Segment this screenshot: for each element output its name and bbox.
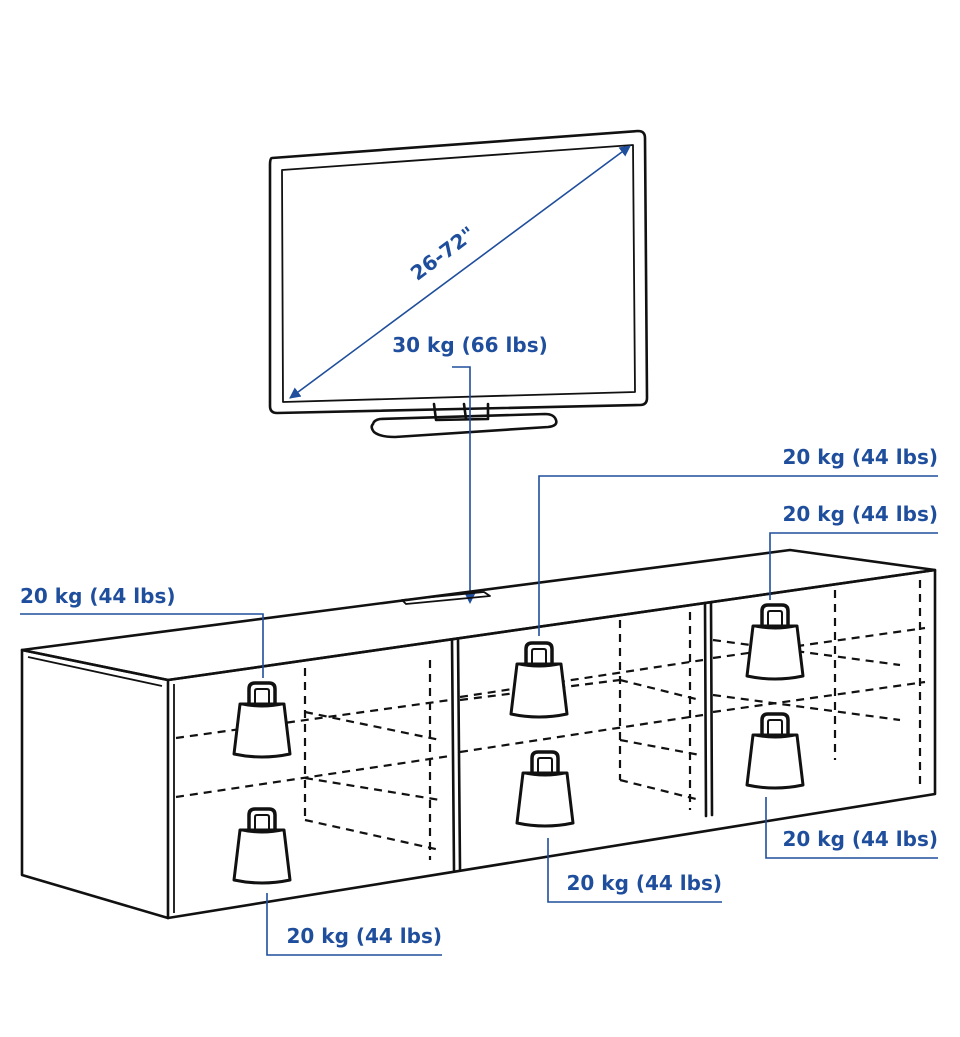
- tv-weight-label: 30 kg (66 lbs): [392, 333, 548, 357]
- tv-bench-icon: [20, 548, 937, 920]
- weight-icon: [745, 603, 805, 681]
- weight-icon: [515, 750, 575, 828]
- weight-icon: [745, 712, 805, 790]
- top-middle-load-label: 20 kg (44 lbs): [782, 445, 938, 469]
- bottom-right-load-label: 20 kg (44 lbs): [782, 827, 938, 851]
- bottom-middle-load-label: 20 kg (44 lbs): [566, 871, 722, 895]
- weight-icon: [232, 807, 292, 885]
- weight-icon: [232, 681, 292, 759]
- top-left-load-label: 20 kg (44 lbs): [20, 584, 176, 608]
- top-right-load-label: 20 kg (44 lbs): [782, 502, 938, 526]
- bottom-left-load-label: 20 kg (44 lbs): [286, 924, 442, 948]
- tv-size-label: 26-72": [406, 221, 480, 285]
- tv-icon: [268, 129, 649, 439]
- weight-icon: [509, 641, 569, 719]
